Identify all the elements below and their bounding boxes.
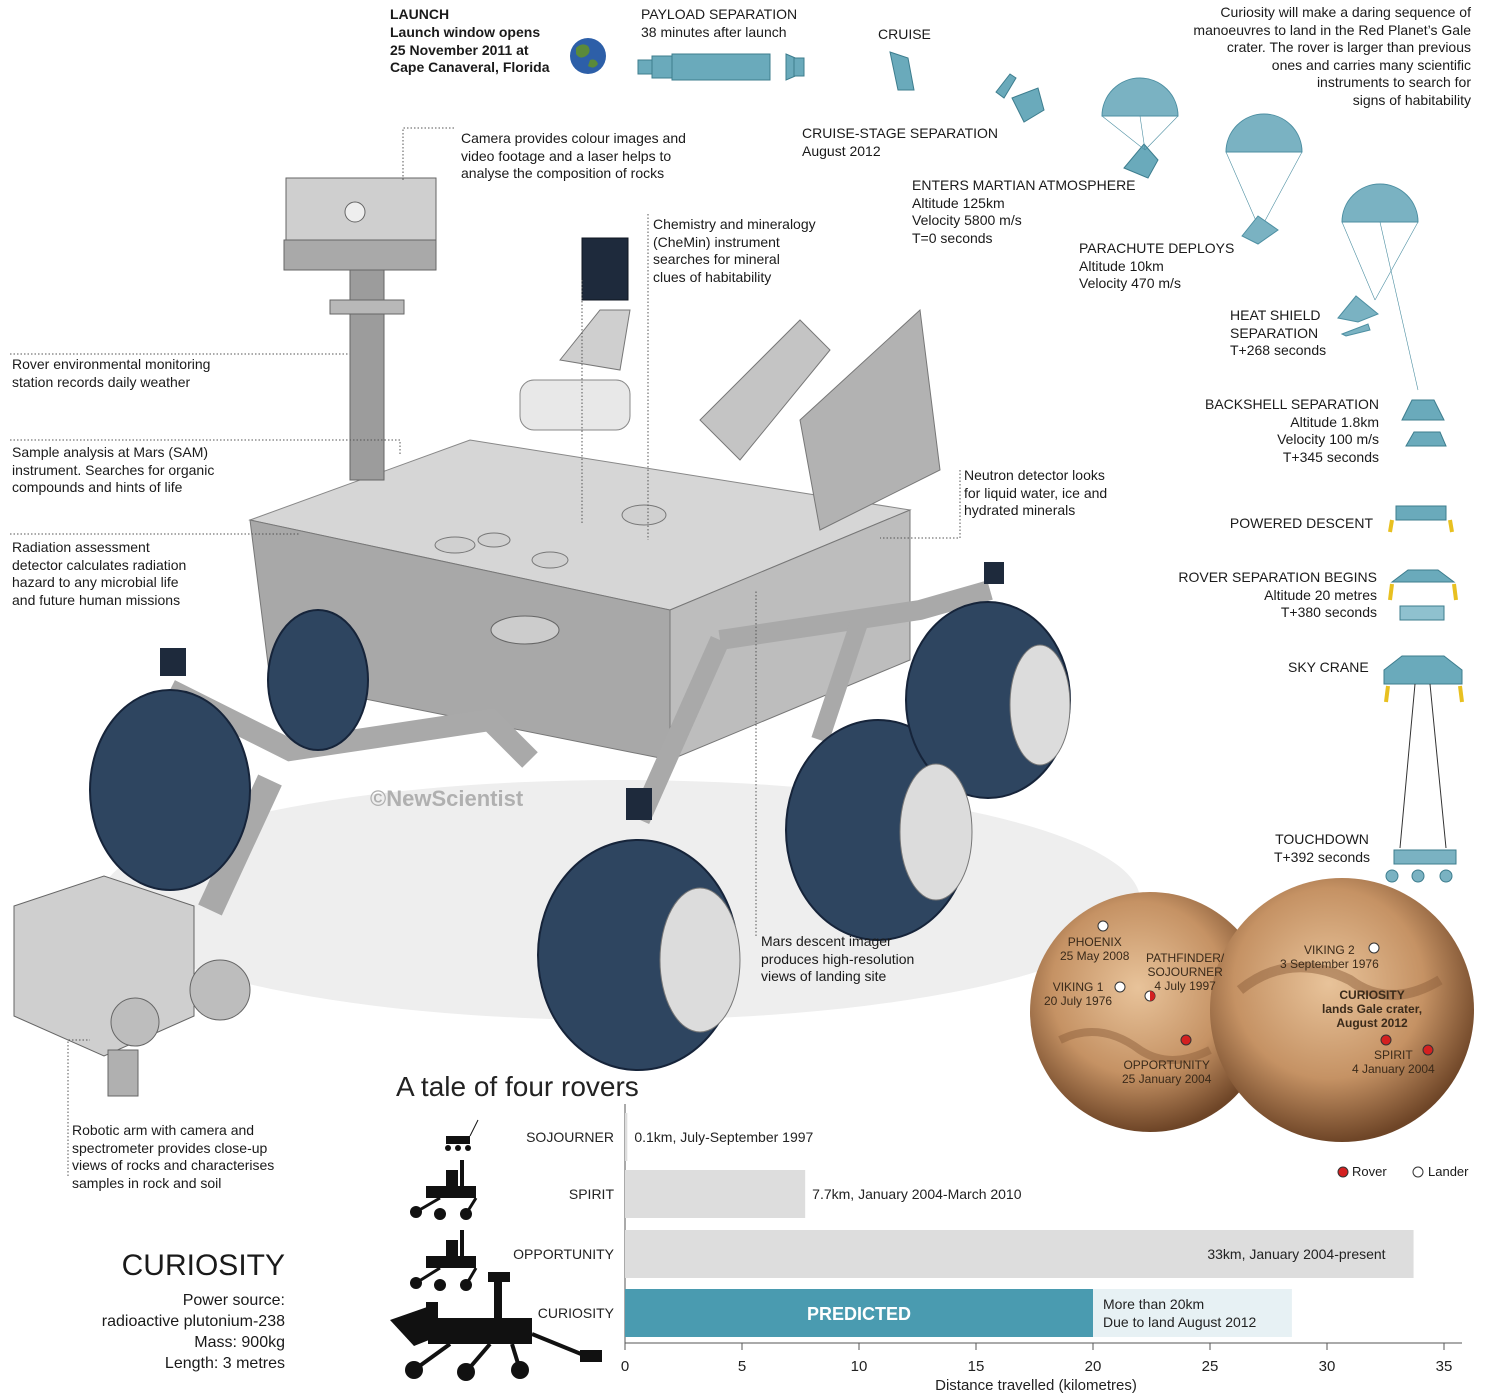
- rover-silhouettes: [390, 1119, 602, 1381]
- bar-value-label: 33km, January 2004-present: [1207, 1246, 1385, 1262]
- category-label: CURIOSITY: [538, 1305, 615, 1321]
- bar-value-label: 7.7km, January 2004-March 2010: [812, 1186, 1022, 1202]
- opportunity-silhouette: [410, 1230, 478, 1291]
- atmosphere-entry-label: ENTERS MARTIAN ATMOSPHERE Altitude 125km…: [912, 177, 1136, 246]
- legend-lander-swatch: [1412, 1166, 1424, 1178]
- legend-rover-swatch: [1337, 1166, 1349, 1178]
- x-tick-label: 20: [1085, 1358, 1102, 1375]
- cruise-stage-separation-label: CRUISE-STAGE SEPARATION August 2012: [802, 125, 999, 159]
- viking1-lander-marker: [1114, 981, 1126, 993]
- touchdown-rover-icon: [1385, 849, 1457, 883]
- viking1-label: VIKING 1 20 July 1976: [1044, 980, 1113, 1008]
- bar: [625, 1230, 1414, 1278]
- launch-title: LAUNCH: [390, 6, 450, 22]
- spirit-silhouette: [410, 1160, 478, 1220]
- payload-capsule-icon: [637, 53, 805, 81]
- heat-shield-separation-label: HEAT SHIELD SEPARATION T+268 seconds: [1230, 307, 1327, 358]
- weather-station-callout: Rover environmental monitoring station r…: [12, 356, 211, 390]
- mars-globe-west: [1030, 892, 1270, 1132]
- spirit-rover-marker: [1422, 1044, 1434, 1056]
- predicted-label: PREDICTED: [807, 1304, 911, 1324]
- category-label: OPPORTUNITY: [513, 1246, 615, 1262]
- curiosity-rover-marker: [1380, 1034, 1392, 1046]
- curiosity-landing-label: CURIOSITY lands Gale crater, August 2012: [1322, 988, 1423, 1030]
- legend-rover-label: Rover: [1352, 1164, 1387, 1179]
- rover-separation-icon: [1388, 569, 1458, 621]
- x-tick-label: 10: [851, 1358, 868, 1375]
- backshell-separation-label: BACKSHELL SEPARATION Altitude 1.8km Velo…: [1204, 396, 1379, 465]
- bar: [625, 1170, 806, 1218]
- intro-text: Curiosity will make a daring sequence of…: [1193, 4, 1471, 108]
- x-tick-label: 15: [968, 1358, 985, 1375]
- bar: [625, 1289, 1093, 1337]
- x-tick-label: 30: [1319, 1358, 1336, 1375]
- x-tick-label: 35: [1436, 1358, 1453, 1375]
- touchdown-label: TOUCHDOWN T+392 seconds: [1273, 831, 1371, 865]
- sojourner-silhouette: [445, 1119, 479, 1151]
- aeroshell-icon: [1123, 143, 1159, 179]
- x-tick-label: 0: [621, 1358, 629, 1375]
- landing-site-markers: [1097, 920, 1434, 1178]
- launch-body: Launch window opens 25 November 2011 at …: [390, 24, 550, 75]
- descent-imager-callout: Mars descent imager produces high-resolu…: [761, 933, 915, 984]
- sam-callout: Sample analysis at Mars (SAM) instrument…: [12, 444, 215, 495]
- bar-value-label: 0.1km, July-September 1997: [634, 1129, 813, 1145]
- bar-fade: [1093, 1289, 1292, 1337]
- callout-leaders: [10, 127, 961, 1176]
- curiosity-rover-illustration: [13, 177, 1140, 1097]
- x-tick-label: 5: [738, 1358, 746, 1375]
- camera-callout: Camera provides colour images and video …: [461, 130, 686, 181]
- robotic-arm-callout: Robotic arm with camera and spectrometer…: [72, 1122, 275, 1191]
- sky-crane-icon: [1383, 655, 1464, 849]
- rover-separation-label: ROVER SEPARATION BEGINS Altitude 20 metr…: [1178, 569, 1377, 620]
- payload-separation-label: PAYLOAD SEPARATION 38 minutes after laun…: [641, 6, 798, 40]
- opportunity-label: OPPORTUNITY 25 January 2004: [1122, 1058, 1212, 1086]
- mars-globe-east: [1210, 878, 1474, 1142]
- legend-lander-label: Lander: [1428, 1164, 1469, 1179]
- x-tick-label: 25: [1202, 1358, 1219, 1375]
- curiosity-info-body: Power source: radioactive plutonium-238 …: [101, 1292, 285, 1372]
- curiosity-info-title: CURIOSITY: [121, 1249, 285, 1282]
- bar: [625, 1113, 628, 1161]
- watermark: ©NewScientist: [370, 786, 524, 811]
- rover-distance-chart: A tale of four rovers 0 5 10 15 20 25 30 35Dista…: [396, 1071, 1462, 1394]
- curiosity-silhouette: [390, 1272, 602, 1381]
- radiation-detector-callout: Radiation assessment detector calculates…: [12, 539, 187, 608]
- pathfinder-label: PATHFINDER/ SOJOURNER 4 July 1997: [1146, 951, 1225, 993]
- parachute-icon: [1101, 77, 1419, 391]
- chart-title: A tale of four rovers: [396, 1071, 639, 1102]
- powered-descent-label: POWERED DESCENT: [1229, 515, 1373, 531]
- spirit-label: SPIRIT 4 January 2004: [1352, 1048, 1435, 1076]
- category-label: SPIRIT: [569, 1186, 615, 1202]
- opportunity-rover-marker: [1180, 1034, 1192, 1046]
- phoenix-label: PHOENIX 25 May 2008: [1060, 935, 1130, 963]
- chemin-callout: Chemistry and mineralogy (CheMin) instru…: [653, 216, 816, 285]
- viking2-lander-marker: [1368, 942, 1380, 954]
- phoenix-lander-marker: [1097, 920, 1109, 932]
- bar-value-label: More than 20km: [1103, 1296, 1204, 1312]
- neutron-detector-callout: Neutron detector looks for liquid water,…: [964, 467, 1108, 518]
- viking2-label: VIKING 2 3 September 1976: [1280, 943, 1379, 971]
- earth-icon: [570, 38, 606, 74]
- bar-value-label: Due to land August 2012: [1103, 1314, 1257, 1330]
- category-label: SOJOURNER: [526, 1129, 614, 1145]
- sky-crane-label: SKY CRANE: [1288, 659, 1369, 675]
- cruise-stage-icon: [889, 51, 1045, 123]
- cruise-label: CRUISE: [878, 26, 931, 42]
- parachute-deploys-label: PARACHUTE DEPLOYS Altitude 10km Velocity…: [1079, 240, 1235, 291]
- powered-descent-icon: [1388, 505, 1454, 533]
- x-axis-label: Distance travelled (kilometres): [935, 1377, 1137, 1394]
- backshell-icon: [1401, 399, 1447, 447]
